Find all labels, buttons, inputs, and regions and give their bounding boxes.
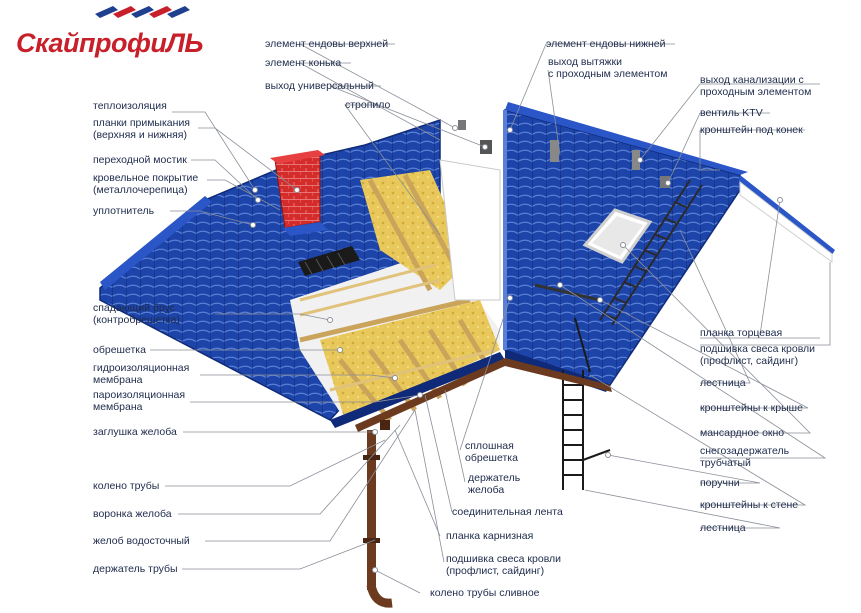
label-universal-outlet: выход универсальный bbox=[265, 80, 374, 92]
label-connecting-tape: соединительная лента bbox=[452, 506, 563, 518]
label-vapor-membrane: пароизоляционная мембрана bbox=[93, 389, 186, 413]
label-gutter-funnel: воронка желоба bbox=[93, 508, 172, 520]
brand-logo: СкайпрофиЛЬ bbox=[16, 28, 204, 58]
label-end-strip: планка торцевая bbox=[700, 327, 783, 339]
label-exhaust-outlet: выход вытяжки с проходным элементом bbox=[548, 56, 668, 80]
label-walkway-bridge: переходной мостик bbox=[93, 154, 187, 166]
label-ladder-wall: лестница bbox=[700, 522, 746, 534]
label-solid-lathing: сплошная обрешетка bbox=[465, 440, 518, 464]
label-lathing: обрешетка bbox=[93, 344, 146, 356]
label-sealant: уплотнитель bbox=[93, 205, 155, 217]
label-gutter: желоб водосточный bbox=[93, 535, 190, 547]
logo-mark bbox=[95, 6, 190, 18]
attic-opening bbox=[439, 159, 501, 301]
label-pipe-holder: держатель трубы bbox=[93, 563, 178, 575]
label-upper-valley: элемент ендовы верхней bbox=[265, 38, 389, 50]
wall-ladder bbox=[562, 317, 611, 490]
label-snow-guard: снегозадержатель трубчатый bbox=[700, 445, 790, 469]
label-soffit-center: подшивка свеса кровли (профлист, сайдинг… bbox=[446, 553, 562, 577]
label-pipe-elbow: колено трубы bbox=[93, 480, 160, 492]
label-ladder-roof: лестница bbox=[700, 377, 746, 389]
label-roof-covering: кровельное покрытие (металлочерепица) bbox=[93, 172, 199, 196]
label-thermal-insulation: теплоизоляция bbox=[93, 100, 167, 112]
label-counter-batten: спадающий брус (контробрешетка) bbox=[93, 302, 180, 326]
label-roof-window: мансардное окно bbox=[700, 427, 785, 439]
label-gutter-cap: заглушка желоба bbox=[93, 426, 177, 438]
label-ridge-bracket: кронштейн под конек bbox=[700, 124, 803, 136]
leader-lines bbox=[150, 43, 831, 594]
leader-dots bbox=[250, 125, 783, 573]
label-gutter-holder: держатель желоба bbox=[468, 472, 521, 496]
label-roof-brackets: кронштейны к крыше bbox=[700, 402, 803, 414]
label-rafter: стропило bbox=[345, 99, 391, 111]
label-soffit-right: подшивка свеса кровли (профлист, сайдинг… bbox=[700, 343, 816, 367]
label-waterproof-membrane: гидроизоляционная мембрана bbox=[93, 362, 190, 386]
label-lower-valley: элемент ендовы нижней bbox=[546, 38, 666, 50]
label-ridge-element: элемент конька bbox=[265, 57, 342, 69]
label-drain-elbow: колено трубы сливное bbox=[430, 587, 540, 599]
label-eaves-strip: планка карнизная bbox=[446, 530, 534, 542]
label-junction-strips: планки примыкания (верхняя и нижняя) bbox=[93, 117, 190, 141]
label-sewer-outlet: выход канализации с проходным элементом bbox=[700, 74, 812, 98]
roof-left-slope bbox=[99, 118, 505, 428]
label-handrails: поручни bbox=[700, 477, 740, 489]
gutter-system bbox=[355, 358, 612, 608]
label-ktv-valve: вентиль KTV bbox=[700, 107, 763, 119]
label-wall-brackets: кронштейны к стене bbox=[700, 499, 799, 511]
